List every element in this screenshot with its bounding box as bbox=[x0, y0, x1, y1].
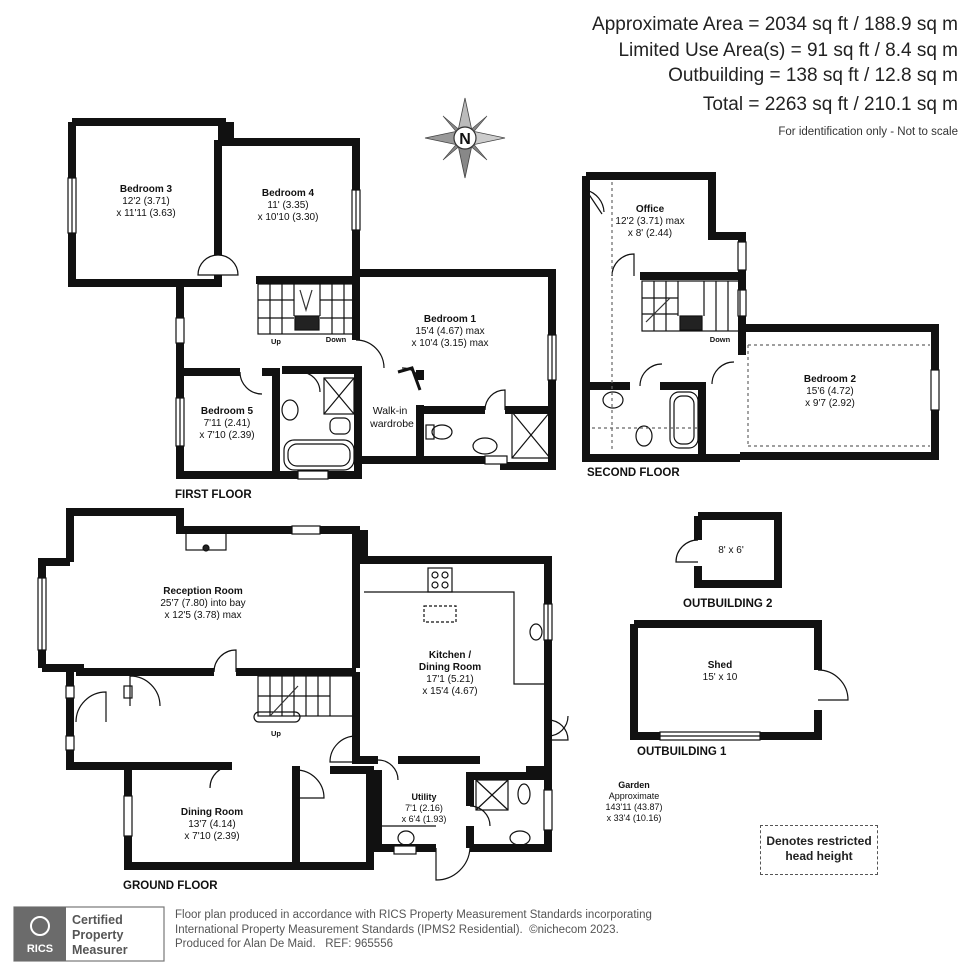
utility-dim2: x 6'4 (1.93) bbox=[402, 814, 447, 824]
bedroom2-dim2: x 9'7 (2.92) bbox=[805, 398, 855, 409]
footer-line-3: Produced for Alan De Maid. REF: 965556 bbox=[175, 938, 393, 950]
utility-dim1: 7'1 (2.16) bbox=[405, 803, 443, 813]
walkin-label-1: Walk-in bbox=[373, 405, 408, 417]
kitchen-name-1: Kitchen / bbox=[429, 650, 471, 661]
badge-line-1: Certified bbox=[72, 913, 123, 927]
bedroom5-dim1: 7'11 (2.41) bbox=[204, 418, 251, 429]
first-floor-plan bbox=[68, 118, 556, 479]
garden-dim2: x 33'4 (10.16) bbox=[607, 813, 662, 823]
footer-line-2: International Property Measurement Stand… bbox=[175, 923, 619, 936]
kitchen-dim2: x 15'4 (4.67) bbox=[422, 686, 477, 697]
bedroom3-name: Bedroom 3 bbox=[120, 184, 173, 195]
stairs-up-first: Up bbox=[271, 337, 281, 346]
ground-floor-plan bbox=[38, 508, 552, 870]
first-floor-title: FIRST FLOOR bbox=[175, 489, 252, 501]
office-name: Office bbox=[636, 204, 665, 215]
walkin-label-2: wardrobe bbox=[369, 418, 414, 430]
rics-logo: RICS bbox=[27, 943, 53, 955]
outbuilding-2-plan bbox=[694, 512, 782, 588]
approximate-area: Approximate Area = 2034 sq ft / 188.9 sq… bbox=[592, 14, 958, 35]
bedroom3-dim2: x 11'11 (3.63) bbox=[116, 208, 175, 219]
footer-line-1: Floor plan produced in accordance with R… bbox=[175, 909, 652, 921]
stairs-down-second: Down bbox=[710, 335, 731, 344]
dining-dim1: 13'7 (4.14) bbox=[188, 819, 236, 830]
bedroom4-dim2: x 10'10 (3.30) bbox=[258, 212, 319, 223]
bedroom5-dim2: x 7'10 (2.39) bbox=[199, 430, 254, 441]
bedroom4-name: Bedroom 4 bbox=[262, 188, 315, 199]
garden-approx: Approximate bbox=[609, 791, 660, 801]
bedroom1-dim1: 15'4 (4.67) max bbox=[415, 326, 484, 337]
bedroom3-dim1: 12'2 (3.71) bbox=[122, 196, 170, 207]
restricted-height-legend: Denotes restricted head height bbox=[760, 825, 878, 875]
outbuilding2-title: OUTBUILDING 2 bbox=[683, 598, 772, 610]
reception-dim2: x 12'5 (3.78) max bbox=[165, 610, 242, 621]
ground-floor-title: GROUND FLOOR bbox=[123, 880, 218, 892]
first-floor-details bbox=[67, 177, 557, 480]
total-area: Total = 2263 sq ft / 210.1 sq m bbox=[702, 94, 958, 115]
kitchen-dim1: 17'1 (5.21) bbox=[426, 674, 474, 685]
shed-name: Shed bbox=[708, 660, 732, 671]
bedroom2-dim1: 15'6 (4.72) bbox=[806, 386, 854, 397]
bedroom2-name: Bedroom 2 bbox=[804, 374, 857, 385]
bedroom5-name: Bedroom 5 bbox=[201, 406, 254, 417]
outbuilding-2-door bbox=[675, 539, 699, 563]
rics-badge: RICS Certified Property Measurer bbox=[13, 906, 165, 962]
compass-icon: N bbox=[424, 97, 506, 179]
badge-line-3: Measurer bbox=[72, 943, 128, 957]
outbuilding-area: Outbuilding = 138 sq ft / 12.8 sq m bbox=[668, 65, 958, 86]
outbuilding-1-details bbox=[659, 669, 849, 741]
shed-dim: 15' x 10 bbox=[703, 672, 738, 683]
garden-dim1: 143'11 (43.87) bbox=[605, 802, 662, 812]
office-dim1: 12'2 (3.71) max bbox=[615, 216, 684, 227]
dining-dim2: x 7'10 (2.39) bbox=[184, 831, 239, 842]
legend-line-1: Denotes restricted bbox=[766, 834, 872, 848]
bedroom4-dim1: 11' (3.35) bbox=[267, 200, 308, 211]
limited-use-area: Limited Use Area(s) = 91 sq ft / 8.4 sq … bbox=[618, 40, 958, 61]
identification-note: For identification only - Not to scale bbox=[778, 126, 958, 138]
reception-name: Reception Room bbox=[163, 586, 243, 597]
badge-line-2: Property bbox=[72, 928, 123, 942]
garden-name: Garden bbox=[618, 780, 650, 790]
legend-line-2: head height bbox=[785, 849, 853, 863]
ground-floor-details bbox=[37, 525, 569, 881]
second-floor-details bbox=[585, 182, 940, 450]
room-labels: Bedroom 3 12'2 (3.71) x 11'11 (3.63) Bed… bbox=[116, 184, 856, 842]
reception-dim1: 25'7 (7.80) into bay bbox=[160, 598, 245, 609]
compass-letter: N bbox=[459, 131, 471, 148]
outbuilding1-title: OUTBUILDING 1 bbox=[637, 746, 727, 758]
footer-text: Floor plan produced in accordance with R… bbox=[175, 908, 652, 952]
second-floor-title: SECOND FLOOR bbox=[587, 467, 680, 479]
bedroom1-dim2: x 10'4 (3.15) max bbox=[412, 338, 489, 349]
floor-titles: FIRST FLOOR SECOND FLOOR GROUND FLOOR OU… bbox=[123, 467, 772, 892]
stairs-down-first: Down bbox=[326, 335, 347, 344]
kitchen-name-2: Dining Room bbox=[419, 662, 481, 673]
stairs-up-ground: Up bbox=[271, 729, 281, 738]
bedroom1-name: Bedroom 1 bbox=[424, 314, 477, 325]
outbuilding2-dim: 8' x 6' bbox=[718, 545, 744, 556]
office-dim2: x 8' (2.44) bbox=[628, 228, 672, 239]
dining-name: Dining Room bbox=[181, 807, 243, 818]
utility-name: Utility bbox=[411, 792, 436, 802]
